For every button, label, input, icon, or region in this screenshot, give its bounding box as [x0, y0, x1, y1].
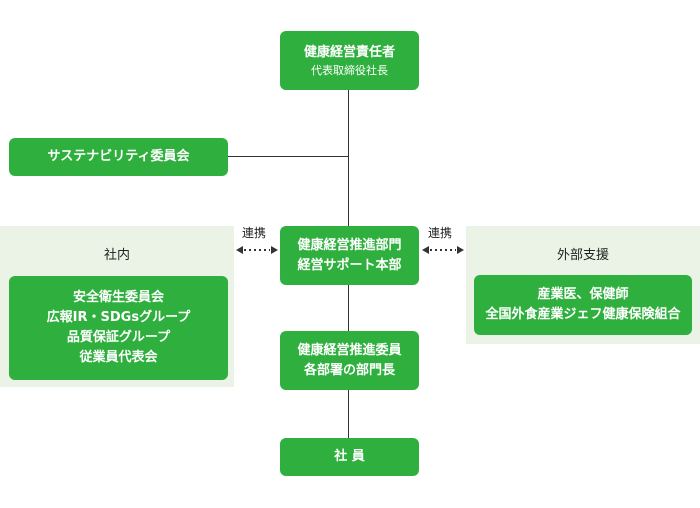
sustainability-label: サステナビリティ委員会 [47, 149, 190, 164]
internal-item: 従業員代表会 [79, 350, 158, 365]
connector-promotion-to-committee [348, 285, 349, 331]
external-item: 産業医、保健師 [537, 287, 629, 302]
external-panel: 外部支援 産業医、保健師 全国外食産業ジェフ健康保険組合 [466, 226, 700, 344]
internal-box: 安全衛生委員会 広報IR・SDGsグループ 品質保証グループ 従業員代表会 [9, 276, 228, 380]
top-node-subtitle: 代表取締役社長 [311, 63, 388, 77]
sustainability-node: サステナビリティ委員会 [9, 138, 228, 176]
connector-committee-to-employees [348, 390, 349, 438]
internal-panel-title: 社内 [103, 248, 130, 263]
double-arrow-right [422, 246, 464, 254]
double-arrow-left [236, 246, 278, 254]
connector-sustainability [228, 156, 349, 157]
committee-node: 健康経営推進委員 各部署の部門長 [280, 331, 419, 390]
top-node-title: 健康経営責任者 [303, 44, 395, 60]
external-item: 全国外食産業ジェフ健康保険組合 [485, 307, 681, 322]
committee-line: 健康経営推進委員 [297, 342, 402, 358]
link-label-left: 連携 [242, 226, 267, 240]
promotion-line: 経営サポート本部 [297, 257, 402, 273]
external-box: 産業医、保健師 全国外食産業ジェフ健康保険組合 [474, 275, 692, 335]
internal-item: 安全衛生委員会 [72, 290, 164, 305]
internal-item: 品質保証グループ [66, 330, 171, 345]
committee-line: 各部署の部門長 [303, 362, 395, 378]
promotion-line: 健康経営推進部門 [297, 237, 402, 253]
promotion-node: 健康経営推進部門 経営サポート本部 [280, 226, 419, 285]
external-panel-title: 外部支援 [556, 248, 609, 263]
internal-item: 広報IR・SDGsグループ [46, 310, 191, 325]
employees-label: 社 員 [334, 449, 365, 464]
top-node: 健康経営責任者 代表取締役社長 [280, 31, 419, 90]
link-label-right: 連携 [428, 226, 453, 240]
employees-node: 社 員 [280, 438, 419, 476]
connector-top-to-promotion [348, 90, 349, 226]
internal-panel: 社内 安全衛生委員会 広報IR・SDGsグループ 品質保証グループ 従業員代表会 [0, 226, 234, 387]
